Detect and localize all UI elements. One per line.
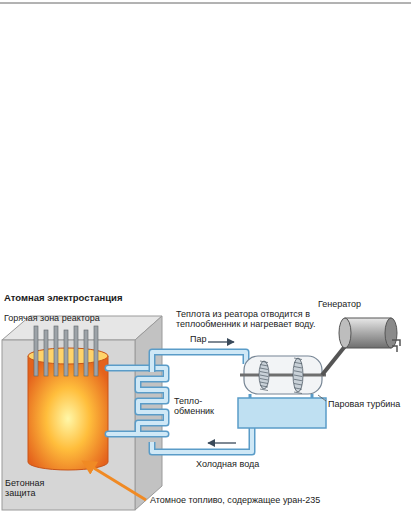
part-label: Бетонная защита (5, 478, 65, 498)
control-rod (84, 330, 88, 376)
control-rod (34, 326, 38, 376)
part-label: Паровая турбина (328, 399, 408, 409)
part-label: Холодная вода (196, 459, 286, 469)
fuel-arrow (84, 462, 146, 500)
control-rod (64, 330, 68, 376)
condenser-tank (238, 394, 326, 428)
part-label: Теплота из реатора отводится в теплообме… (176, 309, 328, 329)
control-rod (54, 326, 58, 376)
top-rule (0, 3, 411, 4)
control-rod (44, 330, 48, 376)
part-label: Пар (190, 334, 220, 344)
control-rods (34, 326, 98, 376)
water-arrow (208, 442, 236, 443)
control-rod (94, 326, 98, 376)
turbine-leader (318, 395, 326, 401)
part-label: Атомное топливо, содержащее уран-235 (150, 495, 370, 505)
steam-arrow (208, 341, 234, 342)
heat-exchanger-coil (108, 368, 166, 434)
generator (339, 318, 400, 352)
diagram-title: Атомная электростанция (4, 293, 122, 303)
part-label: Горячая зона реактора (4, 313, 134, 323)
steam-pipe (152, 352, 246, 372)
cold-water-pipe (152, 426, 252, 452)
control-rod (74, 326, 78, 376)
part-label: Генератор (318, 299, 388, 309)
part-label: Тепло- обменник (174, 396, 228, 416)
steam-turbine (240, 356, 326, 394)
